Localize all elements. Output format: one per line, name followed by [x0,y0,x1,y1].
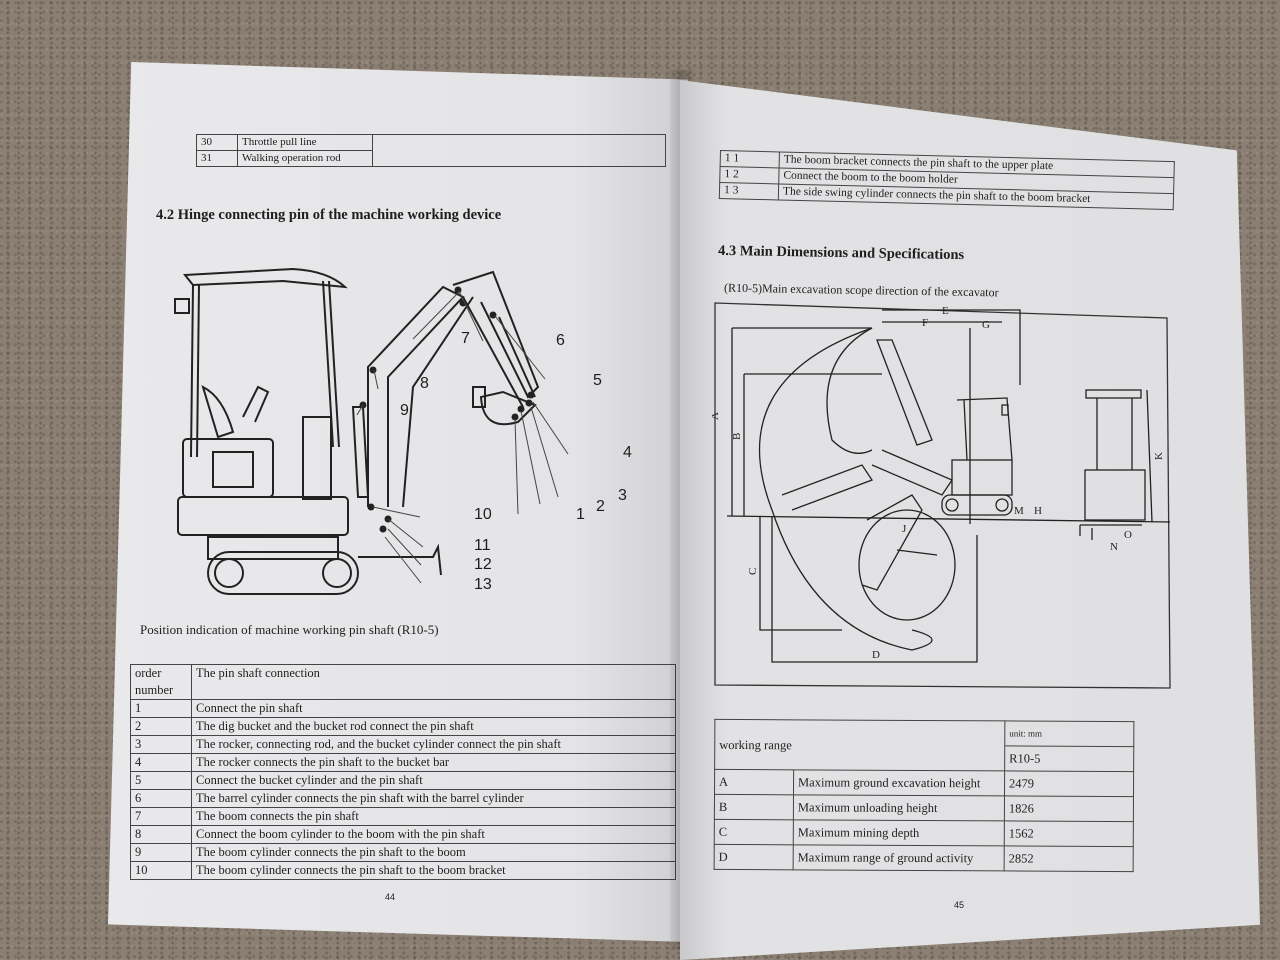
pin-label-2: 2 [596,498,605,515]
dim-label-H: H [1034,505,1042,517]
parts-table-continued: 30 Throttle pull line 31 Walking operati… [196,134,666,167]
excavator-pin-figure [174,267,569,595]
dim-label-A: A [712,412,721,420]
pin-label-7: 7 [461,330,470,347]
dim-label-N: N [1110,541,1118,553]
dim-label-M: M [1014,505,1024,517]
dim-label-C: C [747,568,759,575]
pin-label-4: 4 [623,444,632,461]
dim-label-O: O [1124,529,1132,541]
figure-caption: Position indication of machine working p… [140,622,439,637]
dim-label-D: D [872,649,880,661]
table-header-row: order number The pin shaft connection [130,664,676,700]
page-number: 45 [954,900,965,910]
pin-label-11: 11 [474,537,491,554]
pin-label-12: 12 [474,556,492,573]
left-page: 30 Throttle pull line 31 Walking operati… [108,62,688,942]
pin-label-6: 6 [556,332,565,349]
pin-label-1: 1 [576,506,585,523]
section-title: 4.2 Hinge connecting pin of the machine … [156,207,502,223]
section-title: 4.3 Main Dimensions and Specifications [717,242,965,264]
pin-label-3: 3 [618,487,627,504]
table-row: 31 Walking operation rod [196,150,666,167]
pin-label-8: 8 [420,375,429,392]
pin-label-10: 10 [474,506,492,523]
page-number: 44 [385,892,396,902]
pin-label-5: 5 [593,372,602,389]
dim-label-F: F [922,317,928,329]
dim-label-J: J [902,523,907,535]
dim-label-E: E [942,305,949,317]
pin-label-13: 13 [474,576,492,593]
excavation-range-diagram: A B C D E F G H J K M N O [712,302,1171,689]
table-row: 30 Throttle pull line [196,134,666,167]
dim-label-K: K [1153,452,1165,460]
table-header-row: working range unit: mm [714,719,1134,771]
dim-label-G: G [982,319,990,331]
pin-label-9: 9 [400,402,409,419]
dim-label-B: B [731,433,743,440]
section-subtitle: (R10-5)Main excavation scope direction o… [723,280,999,300]
